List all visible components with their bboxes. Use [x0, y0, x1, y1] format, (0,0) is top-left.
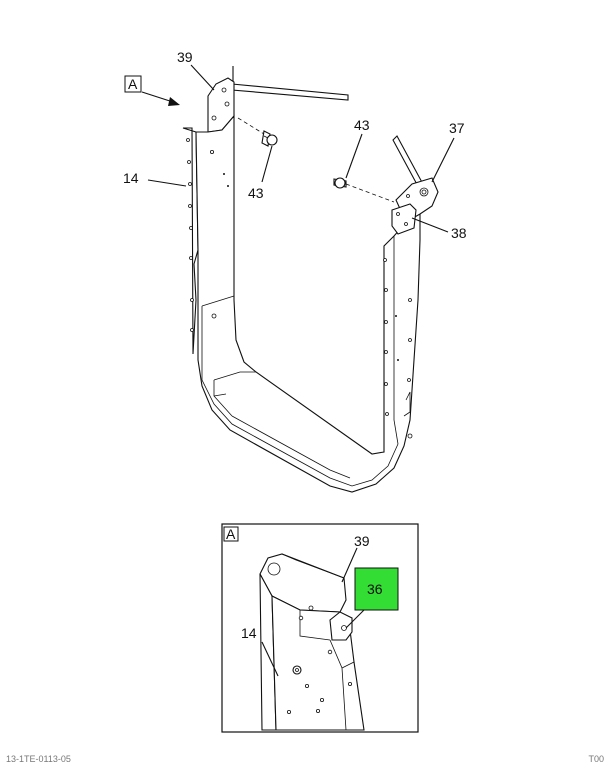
left-side-plate	[182, 127, 199, 355]
callout-39: 39	[177, 49, 193, 65]
callout-43-left: 43	[248, 185, 264, 201]
callout-36: 36	[367, 581, 383, 597]
tray-14	[195, 114, 421, 493]
view-a-label: A	[124, 75, 142, 93]
detail-view-a: A 36 39 14	[221, 523, 419, 733]
bracket-39	[207, 77, 235, 133]
callout-37: 37	[449, 120, 465, 136]
bolt-43-left	[261, 130, 278, 147]
strap-rod-left	[231, 83, 349, 101]
callout-14-detail: 14	[241, 625, 257, 641]
bracket-38	[391, 203, 417, 235]
view-a-letter: A	[128, 76, 138, 92]
footer-drawing-number: 13-1TE-0113-05	[6, 754, 71, 764]
highlight-box-36	[354, 567, 399, 611]
footer-sheet-code: T00	[588, 754, 604, 764]
callout-38: 38	[451, 225, 467, 241]
view-a-arrow	[141, 91, 180, 106]
detail-view-a-letter: A	[226, 526, 236, 542]
bolt-43-right	[333, 177, 347, 189]
callout-43-right: 43	[354, 117, 370, 133]
callout-39-detail: 39	[354, 533, 370, 549]
callout-14: 14	[123, 170, 139, 186]
